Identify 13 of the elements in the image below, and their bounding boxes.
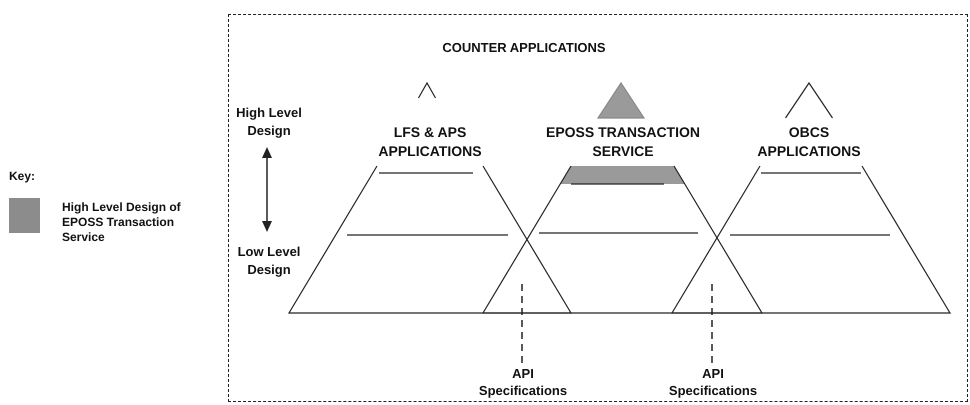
key-heading: Key: (9, 168, 36, 184)
level-label: High Level Design (235, 104, 303, 140)
section-title: COUNTER APPLICATIONS (441, 39, 607, 57)
level-label: Low Level Design (236, 243, 302, 279)
dashed-boundary (228, 14, 968, 402)
pyramid-title: LFS & APS APPLICATIONS (377, 123, 483, 161)
interface-label: API Specifications (473, 365, 573, 401)
pyramid-title: OBCS APPLICATIONS (756, 123, 862, 161)
interface-label: API Specifications (663, 365, 763, 401)
pyramid-title: EPOSS TRANSACTION SERVICE (544, 123, 701, 161)
leader-line (711, 282, 713, 363)
legend-label: High Level Design of EPOSS Transaction Service (62, 200, 182, 245)
leader-line (521, 282, 523, 363)
